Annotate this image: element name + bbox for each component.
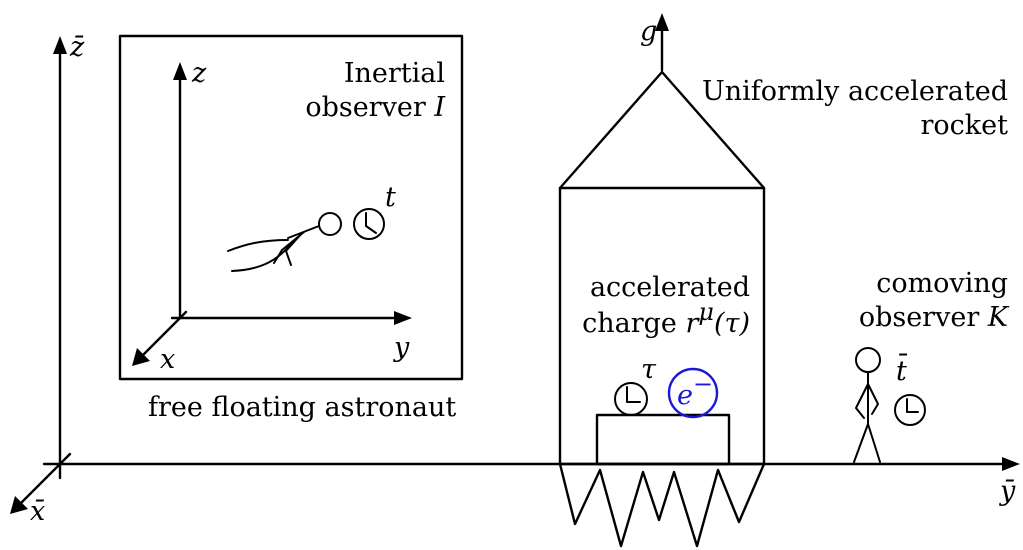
global-axes: z̄ ȳ x̄ [10, 32, 1020, 527]
x-axis [140, 310, 188, 358]
charge-symbol: r [685, 308, 700, 339]
xbar-arrowhead [10, 496, 28, 514]
rocket-nose [558, 70, 766, 190]
rocket-title-line1: Uniformly accelerated [702, 76, 1008, 107]
electron-superscript: − [693, 370, 713, 398]
rocket-flames [558, 462, 766, 548]
inertial-frame: Inertial observer I z y x t free floatin [118, 34, 464, 423]
g-label: g [640, 16, 657, 47]
x-label: x [160, 344, 175, 375]
proper-time-clock-icon [614, 382, 648, 416]
y-label: y [393, 332, 410, 363]
comoving-symbol: K [987, 302, 1010, 333]
inertial-title-observer-text: observer [305, 92, 434, 123]
electron-icon: e− [667, 367, 719, 419]
proper-time-label: τ [641, 354, 657, 385]
ybar-arrowhead [1002, 457, 1020, 471]
comoving-title-line2: observer K [859, 302, 1010, 333]
charge-argument: (τ) [714, 308, 750, 339]
comoving-time-label: t̄ [896, 352, 908, 387]
z-label: z [191, 58, 207, 89]
xbar-axis [18, 452, 72, 506]
z-arrowhead [173, 62, 187, 80]
charge-label-line1: accelerated [590, 272, 750, 303]
charge-superscript: μ [698, 298, 714, 326]
comoving-clock-icon [894, 394, 926, 426]
lab-table [595, 413, 731, 466]
zbar-label: z̄ [69, 32, 85, 63]
inertial-title-line2: observer I [305, 92, 446, 123]
x-arrowhead [132, 348, 150, 366]
inertial-title-line1: Inertial [344, 58, 445, 89]
rocket: g Uniformly accelerated rocket accelerat… [558, 13, 1009, 548]
standing-person-icon [853, 347, 881, 463]
clock-icon [353, 208, 385, 240]
y-arrowhead [394, 311, 412, 325]
electron-label: e− [677, 370, 713, 411]
inertial-time-label: t [385, 182, 396, 213]
comoving-observer: comoving observer K t̄ [853, 268, 1010, 463]
inertial-title-symbol: I [433, 92, 446, 123]
g-arrowhead [655, 13, 669, 31]
floating-astronaut-icon [227, 212, 342, 272]
zbar-arrowhead [53, 36, 67, 54]
ybar-label: ȳ [999, 476, 1016, 507]
charge-label-text: charge [582, 308, 685, 339]
comoving-title-line1: comoving [876, 268, 1008, 299]
free-floating-caption: free floating astronaut [148, 392, 456, 423]
comoving-observer-text: observer [859, 302, 988, 333]
electron-symbol: e [677, 380, 693, 411]
xbar-label: x̄ [30, 496, 45, 527]
inertial-frame-box [118, 34, 464, 381]
rocket-title-line2: rocket [921, 110, 1009, 141]
charge-label-line2: charge rμ(τ) [582, 298, 750, 339]
